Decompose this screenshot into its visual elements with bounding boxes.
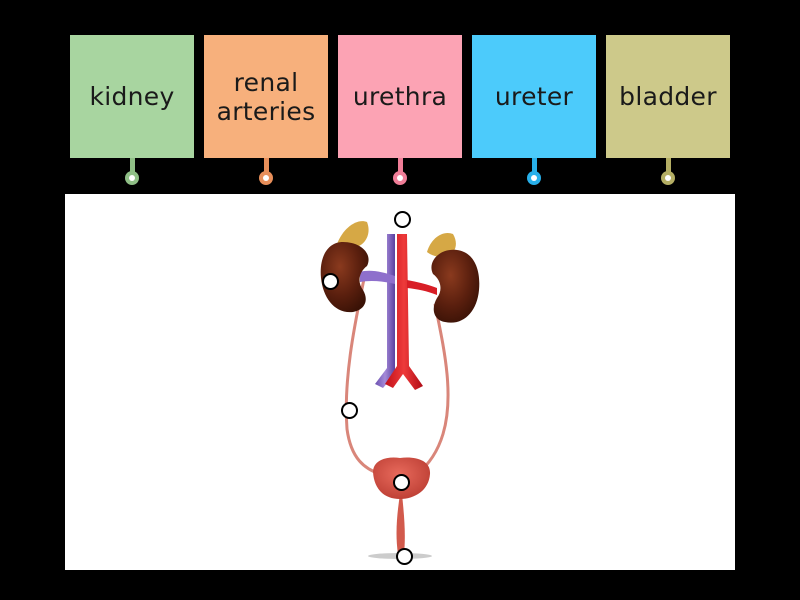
label-pin[interactable] xyxy=(661,171,675,185)
label-pin[interactable] xyxy=(527,171,541,185)
aorta-shape xyxy=(385,234,423,390)
label-card-urethra[interactable]: urethra xyxy=(338,35,462,158)
label-pin[interactable] xyxy=(393,171,407,185)
label-text: ureter xyxy=(494,82,574,111)
urethra-shape xyxy=(396,494,405,554)
right-kidney-shape xyxy=(431,249,480,323)
hotspot-urethra-top[interactable] xyxy=(393,210,411,228)
left-adrenal-shape xyxy=(337,221,369,248)
hotspot-ureter[interactable] xyxy=(340,401,358,419)
label-text: urethra xyxy=(352,82,448,111)
renal-artery-shape xyxy=(407,280,437,295)
vena-cava-shape xyxy=(375,234,395,388)
label-stem xyxy=(665,158,671,173)
left-kidney-shape xyxy=(320,242,369,313)
hotspot-kidney[interactable] xyxy=(321,272,339,290)
hotspot-bladder[interactable] xyxy=(392,473,410,491)
label-card-bladder[interactable]: bladder xyxy=(606,35,730,158)
label-text: kidney xyxy=(89,82,175,111)
label-pin[interactable] xyxy=(259,171,273,185)
label-card-renal-arteries[interactable]: renal arteries xyxy=(204,35,328,158)
diagram-canvas xyxy=(65,194,735,570)
urinary-system-illustration xyxy=(320,221,480,559)
label-text: bladder xyxy=(619,82,717,111)
renal-vein-shape xyxy=(360,270,395,284)
label-card-kidney[interactable]: kidney xyxy=(70,35,194,158)
label-stem xyxy=(531,158,537,173)
label-stem xyxy=(263,158,269,173)
label-stem xyxy=(129,158,135,173)
label-stem xyxy=(397,158,403,173)
right-ureter-shape xyxy=(416,303,450,476)
label-text: renal arteries xyxy=(216,67,316,126)
label-card-ureter[interactable]: ureter xyxy=(472,35,596,158)
hotspot-urethra[interactable] xyxy=(395,547,413,565)
label-pin[interactable] xyxy=(125,171,139,185)
